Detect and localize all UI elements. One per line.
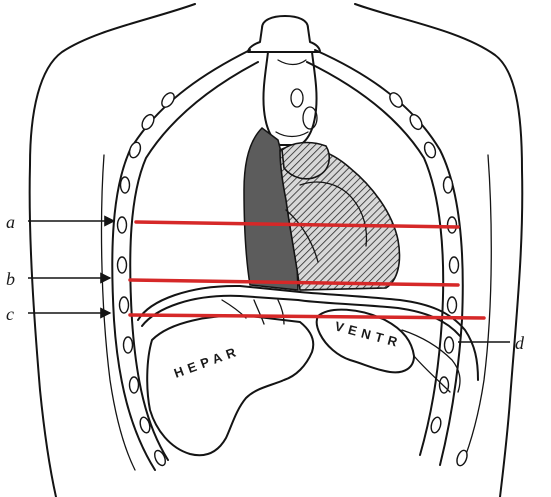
label-c: c	[6, 304, 14, 324]
organ-label-liver: HEPAR	[172, 343, 242, 381]
heart	[244, 128, 400, 290]
vertebra-and-trachea	[248, 16, 320, 145]
red-line-b	[130, 280, 458, 285]
label-a: a	[6, 212, 15, 232]
right-rib-beads	[387, 91, 469, 467]
red-line-a	[136, 222, 458, 227]
liver	[147, 300, 313, 455]
organ-label-stomach: VENTR	[333, 318, 404, 350]
label-b: b	[6, 269, 15, 289]
label-d: d	[515, 333, 525, 353]
